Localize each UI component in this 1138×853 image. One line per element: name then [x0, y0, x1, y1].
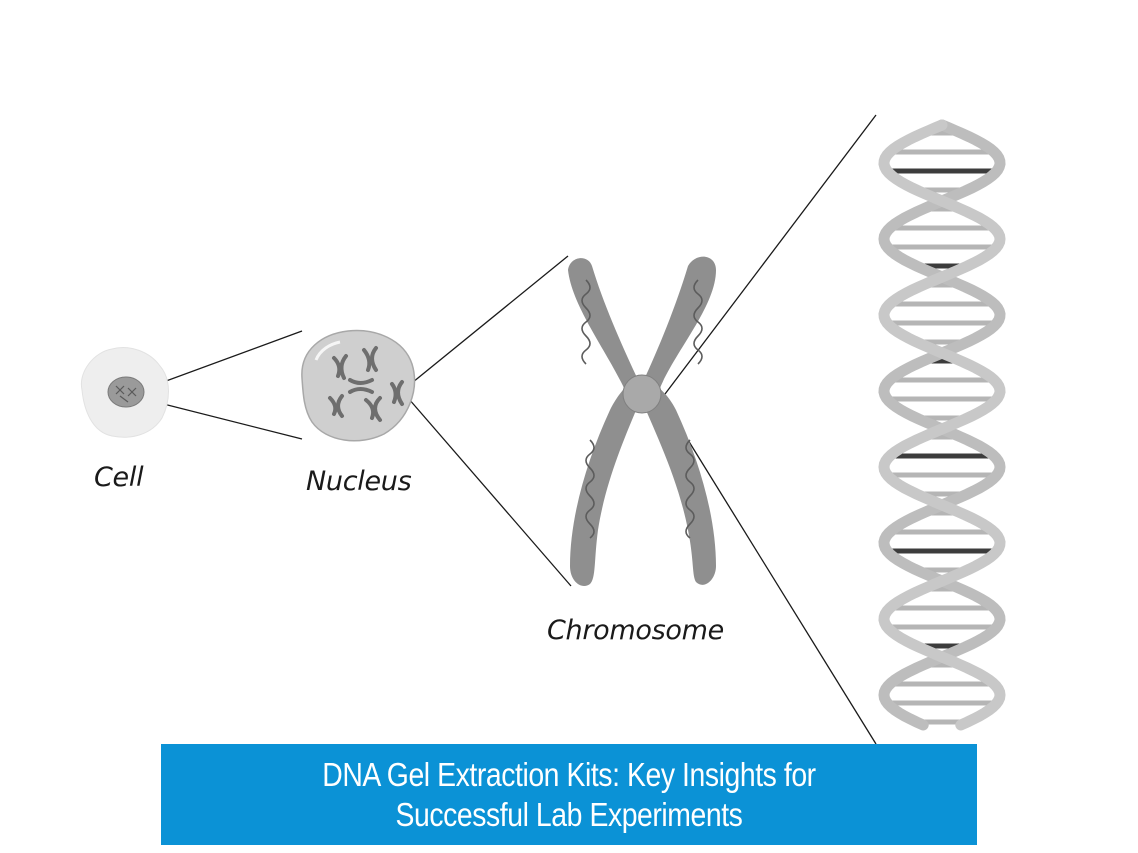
nucleus-label: Nucleus: [306, 466, 412, 497]
chromosome-illustration: [568, 256, 716, 586]
dna-helix-illustration: [878, 119, 1006, 731]
dna-backbone-strand: [878, 119, 1006, 731]
cell-label: Cell: [94, 462, 144, 493]
banner-title-line-2: Successful Lab Experiments: [395, 795, 743, 833]
dna-backbone-strand: [878, 119, 1006, 731]
title-banner: DNA Gel Extraction Kits: Key Insights fo…: [161, 744, 977, 845]
zoom-connector-lines: [127, 114, 877, 745]
cell-illustration: [80, 347, 169, 438]
nucleus-illustration: [301, 329, 416, 442]
banner-title-line-1: DNA Gel Extraction Kits: Key Insights fo…: [322, 755, 816, 793]
chromosome-label: Chromosome: [547, 615, 724, 646]
